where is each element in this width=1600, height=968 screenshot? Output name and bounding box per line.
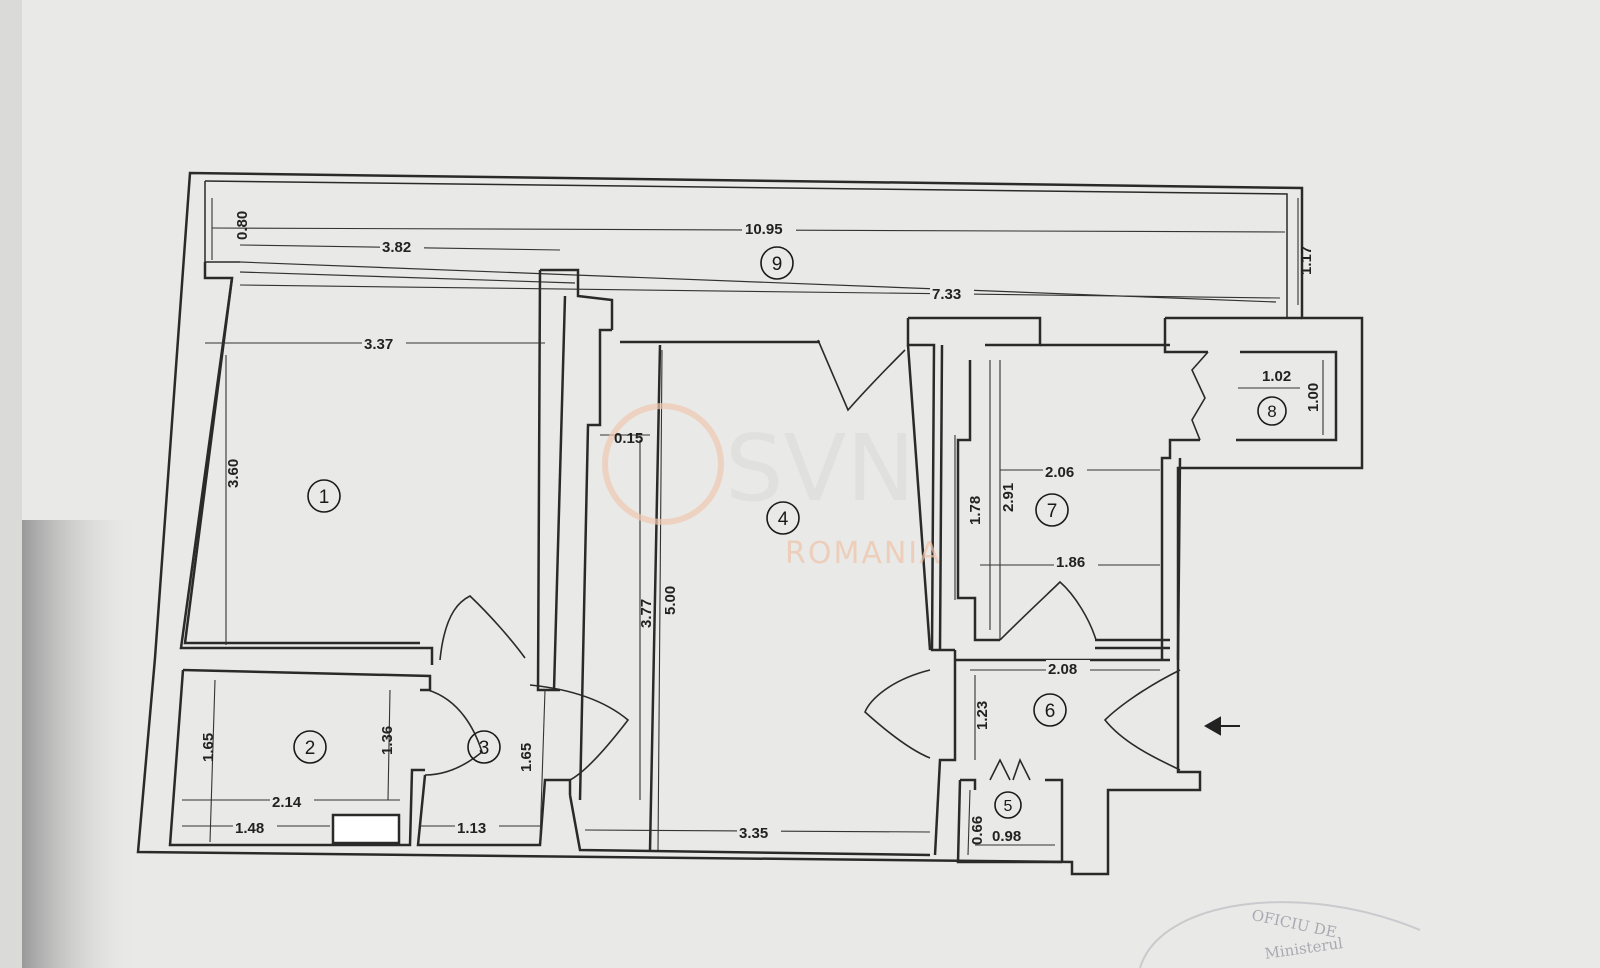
room-6-number: 6 bbox=[1045, 701, 1056, 722]
room-3-badge bbox=[467, 730, 501, 764]
room-7-8-walls bbox=[956, 316, 1338, 661]
dim-10-95: 10.95 bbox=[745, 221, 783, 238]
dimension-labels: 10.95 0.80 3.82 1.17 7.33 3.37 3.60 0.15… bbox=[200, 211, 1322, 845]
dim-7-33: 7.33 bbox=[932, 286, 961, 303]
room-numbers: 1 2 3 4 5 6 7 8 9 bbox=[305, 254, 1277, 815]
door-swings bbox=[424, 339, 1209, 781]
dim-1-17: 1.17 bbox=[1298, 246, 1315, 275]
room-1-number: 1 bbox=[319, 487, 330, 508]
dim-1-86: 1.86 bbox=[1056, 554, 1085, 571]
room-3-number: 3 bbox=[479, 738, 490, 759]
dim-5-00: 5.00 bbox=[662, 586, 679, 615]
dim-0-66: 0.66 bbox=[969, 816, 986, 845]
dim-2-08: 2.08 bbox=[1048, 661, 1077, 678]
dim-1-02: 1.02 bbox=[1262, 368, 1291, 385]
page-shadow bbox=[0, 520, 140, 968]
room-8-badge bbox=[1257, 396, 1287, 426]
room-1-badge bbox=[307, 479, 341, 513]
room-9-badge bbox=[760, 246, 794, 280]
room-labels bbox=[293, 246, 1287, 819]
room-5-badge bbox=[994, 791, 1022, 819]
room-5-6-walls bbox=[955, 658, 1170, 864]
dim-2-14: 2.14 bbox=[272, 794, 302, 811]
room-7-number: 7 bbox=[1047, 501, 1058, 522]
room-6-badge bbox=[1033, 693, 1067, 727]
dim-3-82: 3.82 bbox=[382, 239, 411, 256]
room-4-walls bbox=[568, 316, 1042, 857]
room-9-number: 9 bbox=[772, 254, 783, 275]
room-2-walls bbox=[168, 668, 432, 847]
dim-3-35: 3.35 bbox=[739, 825, 768, 842]
dim-1-13: 1.13 bbox=[457, 820, 486, 837]
room-1-walls bbox=[179, 262, 614, 692]
dim-0-15: 0.15 bbox=[614, 430, 643, 447]
room-5-number: 5 bbox=[1004, 798, 1013, 815]
dim-3-77: 3.77 bbox=[638, 599, 655, 628]
room-7-badge bbox=[1035, 493, 1069, 527]
stove bbox=[331, 813, 401, 845]
dim-1-65-right: 1.65 bbox=[518, 743, 535, 772]
dim-0-98: 0.98 bbox=[992, 828, 1021, 845]
dim-1-36: 1.36 bbox=[379, 726, 396, 755]
dim-1-00: 1.00 bbox=[1305, 383, 1322, 412]
watermark: SVN ROMANIA bbox=[602, 403, 942, 571]
room-3-walls bbox=[416, 774, 572, 847]
room-2-badge bbox=[293, 730, 327, 764]
room-4-badge bbox=[766, 501, 800, 535]
balcony bbox=[239, 261, 1277, 303]
dim-2-91: 2.91 bbox=[1000, 483, 1017, 512]
dim-0-80: 0.80 bbox=[234, 211, 251, 240]
watermark-subtitle: ROMANIA bbox=[785, 536, 942, 571]
dim-2-06: 2.06 bbox=[1045, 464, 1074, 481]
dim-1-23: 1.23 bbox=[974, 701, 991, 730]
dim-1-78: 1.78 bbox=[967, 496, 984, 525]
page-edge bbox=[0, 0, 22, 968]
room-2-number: 2 bbox=[305, 738, 316, 759]
watermark-brand: SVN bbox=[725, 415, 915, 522]
dim-1-65-left: 1.65 bbox=[200, 733, 217, 762]
room-8-number: 8 bbox=[1267, 402, 1276, 421]
official-stamp: OFICIU DE Ministerul bbox=[1139, 901, 1421, 968]
entrance-arrow-icon bbox=[1203, 716, 1240, 736]
room-4-number: 4 bbox=[778, 509, 789, 530]
dim-3-60: 3.60 bbox=[225, 459, 242, 488]
dim-1-48: 1.48 bbox=[235, 820, 264, 837]
dim-3-37: 3.37 bbox=[364, 336, 393, 353]
stamp-line-2: Ministerul bbox=[1263, 934, 1344, 963]
